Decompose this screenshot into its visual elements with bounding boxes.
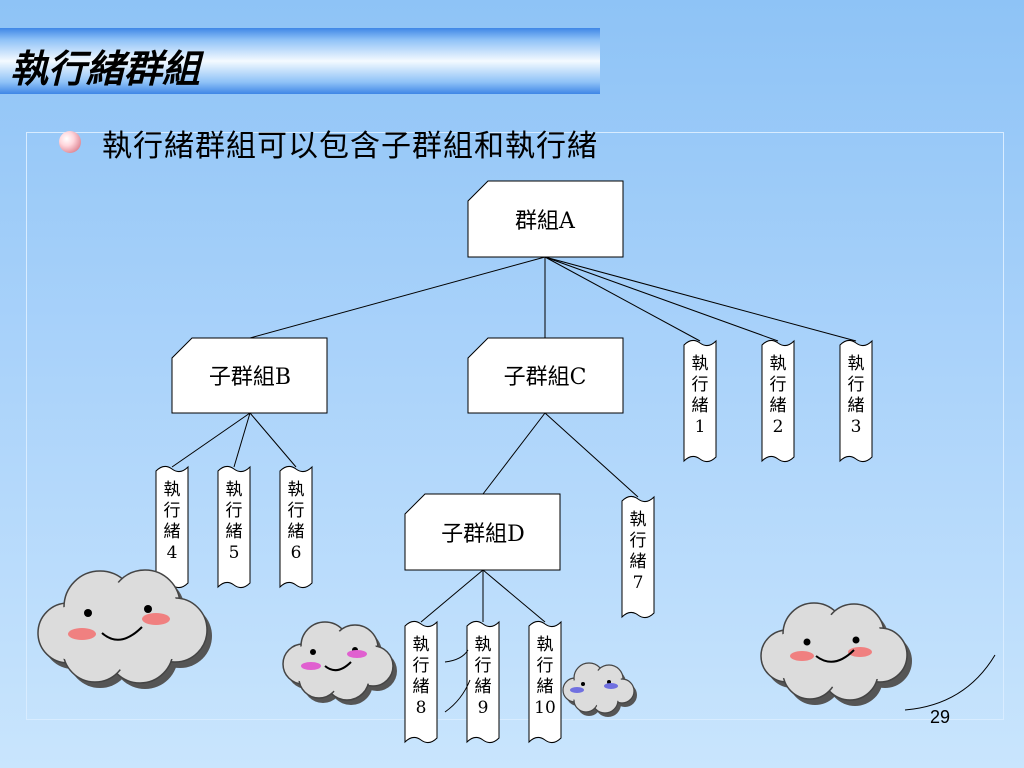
slide-title: 執行緒群組	[10, 46, 201, 91]
cloud-large-left	[37, 569, 212, 689]
cloud-small-bottom	[562, 662, 637, 717]
thread-flag-char: 緒	[770, 396, 787, 416]
thread-flag-char: 緒	[848, 396, 865, 416]
thread-flags: 執行緒1執行緒2執行緒3執行緒4執行緒5執行緒6執行緒7執行緒8執行緒9執行緒1…	[155, 339, 873, 744]
bullet-text: 執行緒群組可以包含子群組和執行緒	[102, 129, 598, 164]
thread-flag-char: 行	[413, 656, 430, 676]
group-box-d: 子群組D	[404, 493, 561, 571]
cloud-large-right	[760, 602, 912, 706]
group-box-a: 群組A	[467, 180, 624, 258]
thread-flag-char: 9	[478, 698, 489, 718]
thread-flag-char: 4	[167, 543, 178, 563]
thread-flag-char: 5	[229, 543, 240, 563]
thread-flag-char: 執	[848, 354, 865, 374]
thread-flag-char: 行	[770, 375, 787, 395]
thread-flag-char: 執	[475, 635, 492, 655]
thread-flag-char: 行	[288, 501, 305, 521]
thread-flag-char: 行	[537, 656, 554, 676]
title-bar	[0, 28, 600, 94]
thread-flag-char: 緒	[692, 396, 709, 416]
svg-text:子群組C: 子群組C	[504, 365, 587, 390]
thread-flag-char: 執	[692, 354, 709, 374]
thread-flag-char: 執	[630, 510, 647, 530]
thread-flag-char: 2	[773, 417, 784, 437]
bullet-icon	[59, 131, 81, 153]
thread-flag-char: 行	[226, 501, 243, 521]
page-number: 29	[930, 707, 951, 727]
thread-flag-char: 緒	[164, 522, 181, 542]
thread-flag-char: 緒	[413, 677, 430, 697]
thread-flag-char: 執	[537, 635, 554, 655]
thread-flag-char: 緒	[475, 677, 492, 697]
thread-flag-char: 10	[534, 698, 556, 718]
thread-flag-char: 緒	[537, 677, 554, 697]
group-box-c: 子群組C	[467, 337, 624, 414]
thread-flag-char: 行	[475, 656, 492, 676]
thread-flag-char: 執	[164, 480, 181, 500]
thread-flag-char: 1	[695, 417, 706, 437]
thread-flag-char: 執	[226, 480, 243, 500]
decorative-curves	[444, 649, 996, 713]
thread-flag-char: 執	[288, 480, 305, 500]
svg-text:子群組D: 子群組D	[441, 522, 525, 547]
thread-flag-char: 執	[770, 354, 787, 374]
thread-flag-char: 行	[848, 375, 865, 395]
thread-flag-char: 緒	[630, 552, 647, 572]
group-box-b: 子群組B	[171, 337, 328, 414]
thread-flag-char: 行	[692, 375, 709, 395]
content-frame	[26, 132, 1004, 720]
thread-flag-char: 8	[416, 698, 427, 718]
connector-lines	[171, 256, 857, 623]
thread-flag-char: 3	[851, 417, 862, 437]
svg-text:群組A: 群組A	[515, 209, 576, 234]
thread-flag-char: 緒	[288, 522, 305, 542]
cloud-medium-center	[282, 621, 397, 705]
thread-flag-char: 緒	[226, 522, 243, 542]
thread-flag-char: 7	[633, 573, 644, 593]
thread-flag-char: 6	[291, 543, 302, 563]
thread-flag-char: 行	[164, 501, 181, 521]
thread-flag-char: 執	[413, 635, 430, 655]
svg-text:子群組B: 子群組B	[209, 365, 291, 390]
thread-flag-char: 行	[630, 531, 647, 551]
